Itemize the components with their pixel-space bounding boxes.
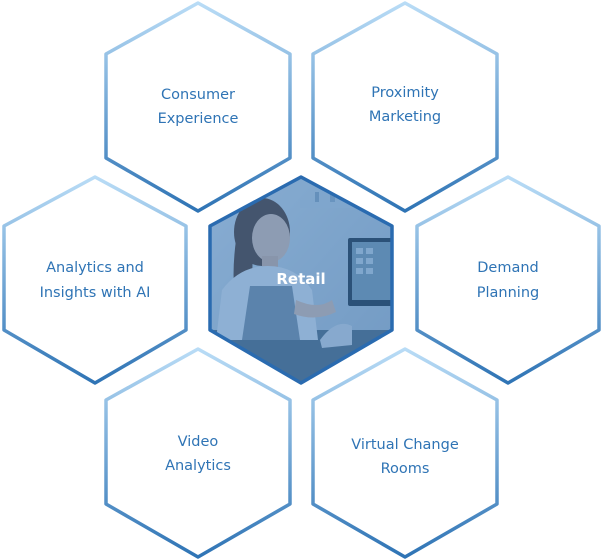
hex-label-line1: Analytics and: [46, 260, 144, 276]
hex-center-retail: Retail: [208, 175, 394, 385]
hex-label-line2: Rooms: [381, 461, 430, 477]
hex-outline: [2, 175, 188, 385]
hex-outline: [311, 347, 499, 559]
hex-outline: [415, 175, 601, 385]
hex-label-line1: Proximity: [371, 85, 439, 101]
hex-label-line1: Video: [178, 434, 219, 450]
hex-label-line2: Experience: [158, 111, 239, 127]
hex-demand-planning: Demand Planning: [415, 175, 601, 385]
hex-outline: [104, 1, 292, 213]
hex-label-line1: Virtual Change: [351, 437, 459, 453]
hex-consumer-experience: Consumer Experience: [104, 1, 292, 213]
center-hex-border: [208, 175, 394, 385]
hex-label-line2: Insights with AI: [40, 285, 151, 301]
hex-label-line2: Marketing: [369, 109, 441, 125]
hex-label-line2: Planning: [477, 285, 539, 301]
hex-video-analytics: Video Analytics: [104, 347, 292, 559]
hex-label-line1: Consumer: [161, 87, 235, 103]
hex-analytics-insights: Analytics and Insights with AI: [2, 175, 188, 385]
hex-outline: [104, 347, 292, 559]
hex-proximity-marketing: Proximity Marketing: [311, 1, 499, 213]
hex-label-line1: Demand: [477, 260, 539, 276]
hex-virtual-change-rooms: Virtual Change Rooms: [311, 347, 499, 559]
hex-outline: [311, 1, 499, 213]
hex-label-line2: Analytics: [165, 458, 231, 474]
center-label: Retail: [276, 270, 325, 288]
